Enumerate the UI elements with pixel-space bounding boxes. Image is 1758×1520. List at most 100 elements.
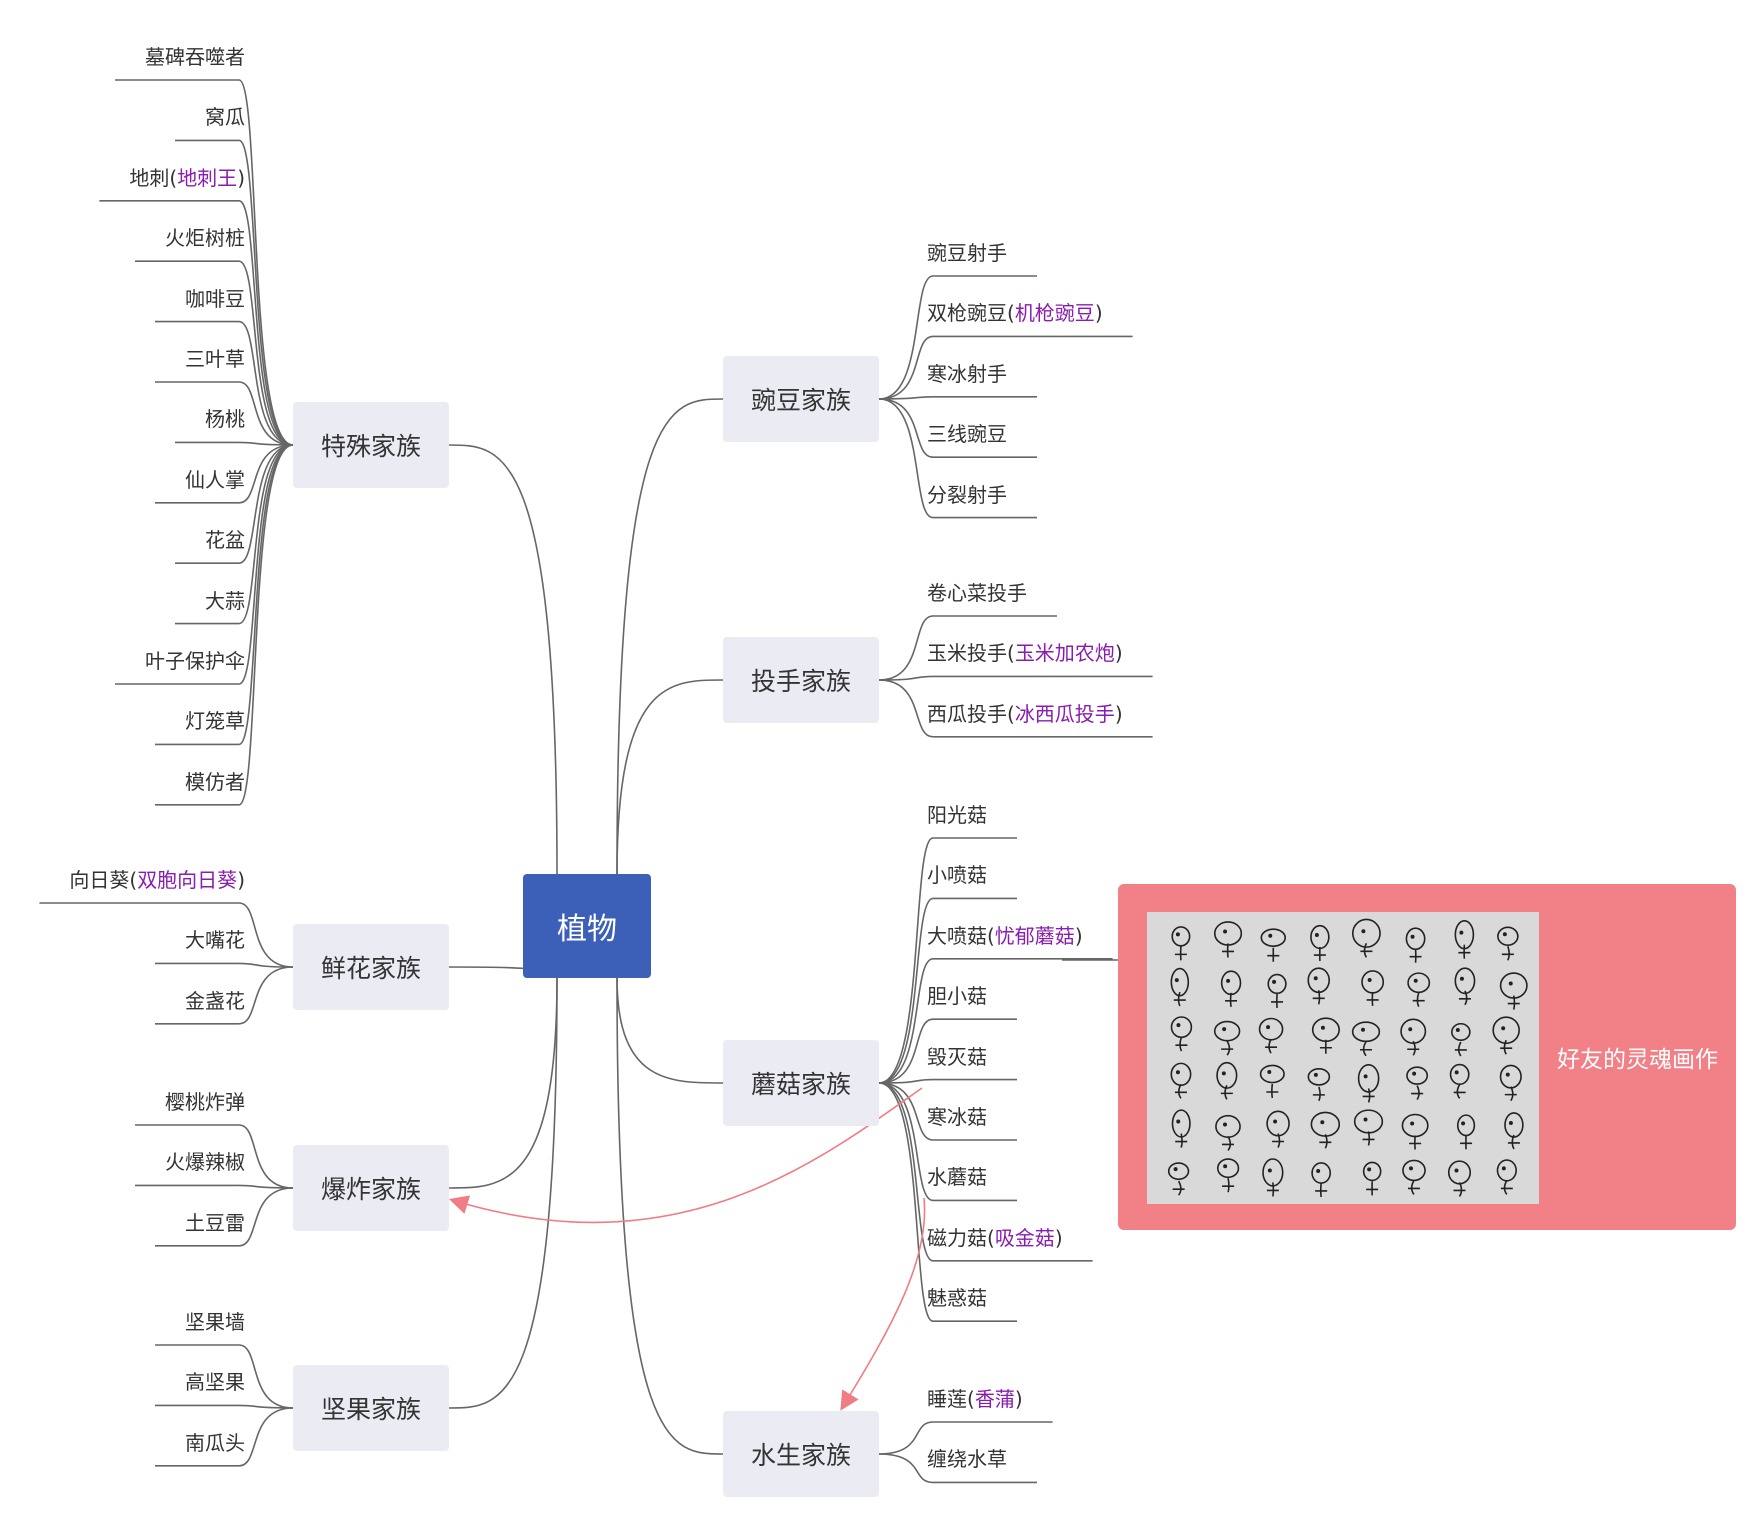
leaf-thrower-2[interactable]: 西瓜投手(冰西瓜投手) [927,694,1123,734]
leaf-mushroom-1[interactable]: 小喷菇 [927,855,987,895]
leaf-mushroom-8[interactable]: 魅惑菇 [927,1278,987,1318]
paren-open: ( [169,165,178,190]
plant-name: 大蒜 [205,588,245,613]
leaf-flower-1[interactable]: 大嘴花 [185,920,245,960]
branch-mushroom[interactable]: 蘑菇家族 [723,1040,879,1126]
leaf-special-4[interactable]: 咖啡豆 [185,279,245,319]
upgrade-name: 玉米加农炮 [1014,641,1115,666]
upgrade-name: 地刺王 [177,165,238,190]
leaf-mushroom-2[interactable]: 大喷菇(忧郁蘑菇) [927,916,1083,956]
plant-name: 墓碑吞噬者 [145,45,245,69]
plant-name: 玉米投手 [927,641,1007,666]
plant-name: 杨桃 [205,407,245,432]
leaf-special-7[interactable]: 仙人掌 [185,460,245,500]
branch-thrower[interactable]: 投手家族 [723,637,879,723]
paren-close: ) [1054,1225,1063,1250]
leaf-special-9[interactable]: 大蒜 [205,581,245,621]
leaf-aquatic-1[interactable]: 缠绕水草 [927,1439,1007,1479]
plant-name: 大喷菇 [927,923,987,948]
paren-open: ( [129,868,138,892]
leaf-aquatic-0[interactable]: 睡莲(香蒲) [927,1379,1023,1419]
plant-name: 模仿者 [185,769,245,794]
paren-open: ( [1007,701,1015,726]
paren-open: ( [1007,641,1015,666]
paren-open: ( [967,1387,975,1411]
plant-name: 火炬树桩 [165,226,245,251]
branch-explosive[interactable]: 爆炸家族 [293,1145,449,1231]
plant-name: 西瓜投手 [927,701,1007,726]
branch-nut[interactable]: 坚果家族 [293,1365,449,1451]
leaf-mushroom-6[interactable]: 水蘑菇 [927,1157,987,1197]
leaf-explosive-0[interactable]: 樱桃炸弹 [165,1082,245,1122]
upgrade-name: 机枪豌豆 [1014,301,1095,326]
plant-name: 土豆雷 [185,1210,245,1235]
plant-name: 三叶草 [185,347,245,371]
leaf-nut-0[interactable]: 坚果墙 [185,1302,245,1342]
leaf-pea-4[interactable]: 分裂射手 [927,475,1007,515]
plant-name: 小喷菇 [927,863,987,888]
plant-name: 火爆辣椒 [165,1150,245,1175]
plant-name: 睡莲 [927,1387,967,1411]
branch-pea[interactable]: 豌豆家族 [723,356,879,442]
leaf-mushroom-4[interactable]: 毁灭菇 [927,1037,987,1077]
paren-close: ) [1114,701,1123,726]
plant-name: 寒冰射手 [927,361,1007,386]
leaf-special-6[interactable]: 杨桃 [205,399,245,439]
paren-close: ) [237,165,245,190]
paren-open: ( [987,1225,995,1250]
leaf-pea-2[interactable]: 寒冰射手 [927,354,1007,394]
leaf-special-10[interactable]: 叶子保护伞 [145,641,245,681]
leaf-thrower-0[interactable]: 卷心菜投手 [927,573,1027,613]
leaf-special-8[interactable]: 花盆 [205,520,245,560]
plant-name: 魅惑菇 [927,1286,987,1311]
plant-name: 豌豆射手 [927,241,1007,265]
leaf-nut-1[interactable]: 高坚果 [185,1362,245,1402]
plant-name: 窝瓜 [205,105,245,130]
leaf-flower-2[interactable]: 金盏花 [185,981,245,1021]
paren-open: ( [987,923,995,948]
plant-name: 毁灭菇 [927,1044,987,1069]
branch-aquatic[interactable]: 水生家族 [723,1411,879,1497]
leaf-special-12[interactable]: 模仿者 [185,762,245,802]
leaf-special-3[interactable]: 火炬树桩 [165,218,245,258]
upgrade-name: 吸金菇 [994,1225,1055,1250]
leaf-special-2[interactable]: 地刺(地刺王) [129,158,245,198]
leaf-explosive-2[interactable]: 土豆雷 [185,1203,245,1243]
leaf-special-1[interactable]: 窝瓜 [205,97,245,137]
leaf-special-11[interactable]: 灯笼草 [185,701,245,741]
leaf-mushroom-0[interactable]: 阳光菇 [927,795,987,835]
upgrade-name: 香蒲 [974,1387,1015,1411]
plant-name: 分裂射手 [927,482,1007,507]
plant-name: 大嘴花 [185,928,245,953]
plant-name: 三线豌豆 [927,422,1007,447]
plant-name: 地刺 [129,165,170,190]
branch-special[interactable]: 特殊家族 [293,402,449,488]
plant-name: 向日葵 [69,868,130,892]
root-node[interactable]: 植物 [523,874,651,978]
leaf-special-0[interactable]: 墓碑吞噬者 [145,37,245,77]
plant-name: 阳光菇 [927,803,987,827]
plant-name: 寒冰菇 [927,1105,987,1129]
leaf-special-5[interactable]: 三叶草 [185,339,245,379]
plant-name: 樱桃炸弹 [165,1090,245,1114]
plant-name: 叶子保护伞 [145,649,245,673]
leaf-mushroom-7[interactable]: 磁力菇(吸金菇) [927,1218,1063,1258]
leaf-flower-0[interactable]: 向日葵(双胞向日葵) [69,860,245,900]
leaf-pea-1[interactable]: 双枪豌豆(机枪豌豆) [927,293,1103,333]
upgrade-name: 冰西瓜投手 [1014,701,1115,726]
leaf-explosive-1[interactable]: 火爆辣椒 [165,1142,245,1182]
leaf-nut-2[interactable]: 南瓜头 [185,1423,245,1463]
leaf-pea-3[interactable]: 三线豌豆 [927,414,1007,454]
doodle-marks [1167,918,1528,1198]
leaf-pea-0[interactable]: 豌豆射手 [927,233,1007,273]
plant-name: 金盏花 [185,988,245,1013]
leaf-mushroom-5[interactable]: 寒冰菇 [927,1097,987,1137]
leaf-mushroom-3[interactable]: 胆小菇 [927,976,987,1016]
leaf-thrower-1[interactable]: 玉米投手(玉米加农炮) [927,633,1123,673]
callout-box: 好友的灵魂画作 [1118,884,1736,1230]
branch-flower[interactable]: 鲜花家族 [293,924,449,1010]
paren-close: ) [1094,301,1103,326]
callout-label: 好友的灵魂画作 [1557,1047,1718,1073]
